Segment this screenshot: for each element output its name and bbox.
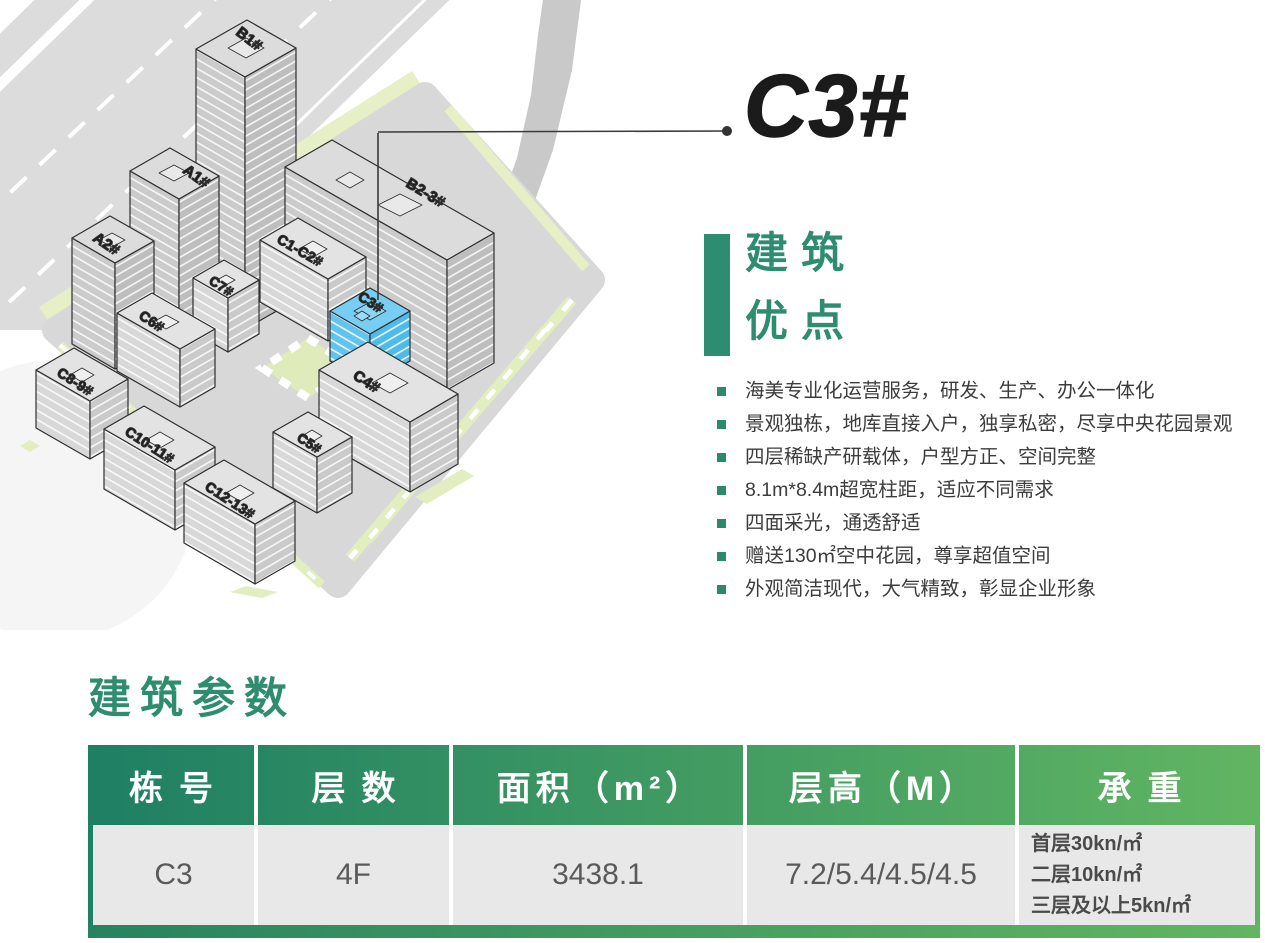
road-curved <box>455 0 582 274</box>
callout-title: C3# <box>743 56 909 155</box>
advantage-text: 8.1m*8.4m超宽柱距，适应不同需求 <box>745 479 1054 501</box>
advantages-heading: 建筑 优点 <box>704 230 1265 356</box>
col-header-building: 栋号 <box>88 745 258 825</box>
advantage-text: 四面采光，通透舒适 <box>745 512 921 534</box>
advantage-item: 8.1m*8.4m超宽柱距，适应不同需求 <box>704 479 1265 501</box>
cell-building: C3 <box>93 825 258 925</box>
bullet-square-icon <box>717 552 726 561</box>
load-line-1: 首层30kn/㎡ <box>1031 832 1143 855</box>
cell-load: 首层30kn/㎡ 二层10kn/㎡ 三层及以上5kn/㎡ <box>1019 825 1255 925</box>
col-header-floors: 层数 <box>258 745 453 825</box>
callout-line <box>377 126 732 300</box>
cell-floor-height: 7.2/5.4/4.5/4.5 <box>747 825 1019 925</box>
advantage-text: 外观简洁现代，大气精致，彰显企业形象 <box>745 578 1097 600</box>
advantages-section: 建筑 优点 海美专业化运营服务，研发、生产、办公一体化 景观独栋，地库直接入户，… <box>704 230 1265 611</box>
building-c1-c2: C1-C2# <box>259 217 367 342</box>
table-row: C3 4F 3438.1 7.2/5.4/4.5/4.5 首层30kn/㎡ 二层… <box>88 825 1260 925</box>
advantage-text: 赠送130㎡空中花园，尊享超值空间 <box>745 545 1051 567</box>
parameters-table: 栋号 层数 面积（m²） 层高（M） 承重 C3 4F 3438.1 7.2/5… <box>88 745 1260 938</box>
callout-dot <box>722 126 732 136</box>
bullet-square-icon <box>717 486 726 495</box>
advantage-text: 四层稀缺产研载体，户型方正、空间完整 <box>745 446 1097 468</box>
building-c12-13: C12-13# <box>183 459 296 585</box>
advantages-list: 海美专业化运营服务，研发、生产、办公一体化 景观独栋，地库直接入户，独享私密，尽… <box>704 380 1265 600</box>
load-line-2: 二层10kn/㎡ <box>1031 863 1143 886</box>
building-c8-9: C8-9# <box>35 347 129 460</box>
advantage-item: 四层稀缺产研载体，户型方正、空间完整 <box>704 446 1265 468</box>
advantage-text: 海美专业化运营服务，研发、生产、办公一体化 <box>745 380 1155 402</box>
parameters-heading: 建筑参数 <box>88 675 296 723</box>
cell-floors: 4F <box>258 825 453 925</box>
building-c5: C5# <box>272 411 353 514</box>
advantage-text: 景观独栋，地库直接入户，独享私密，尽享中央花园景观 <box>745 413 1233 435</box>
bullet-square-icon <box>717 585 726 594</box>
col-header-load: 承重 <box>1097 769 1198 808</box>
col-header-area: 面积（m²） <box>453 745 747 825</box>
heading-accent-bar <box>704 234 730 356</box>
building-c6: C6# <box>116 292 216 408</box>
building-c4: C4# <box>318 341 459 493</box>
advantage-item: 赠送130㎡空中花园，尊享超值空间 <box>704 545 1265 567</box>
bullet-square-icon <box>717 519 726 528</box>
table-header-row: 栋号 层数 面积（m²） 层高（M） 承重 <box>88 745 1260 825</box>
bullet-square-icon <box>717 420 726 429</box>
advantage-item: 四面采光，通透舒适 <box>704 512 1265 534</box>
bullet-square-icon <box>717 387 726 396</box>
advantages-heading-line2: 优点 <box>745 298 857 346</box>
bullet-square-icon <box>717 453 726 462</box>
cell-area: 3438.1 <box>453 825 747 925</box>
load-line-3: 三层及以上5kn/㎡ <box>1031 894 1192 917</box>
advantages-heading-line1: 建筑 <box>745 230 857 278</box>
col-header-floor-height: 层高（M） <box>747 745 1019 825</box>
advantage-item: 海美专业化运营服务，研发、生产、办公一体化 <box>704 380 1265 402</box>
advantage-item: 外观简洁现代，大气精致，彰显企业形象 <box>704 578 1265 600</box>
advantage-item: 景观独栋，地库直接入户，独享私密，尽享中央花园景观 <box>704 413 1265 435</box>
site-map: B1# A1# B2-3# A2# <box>0 0 732 630</box>
table-bottom-bar <box>88 925 1260 938</box>
